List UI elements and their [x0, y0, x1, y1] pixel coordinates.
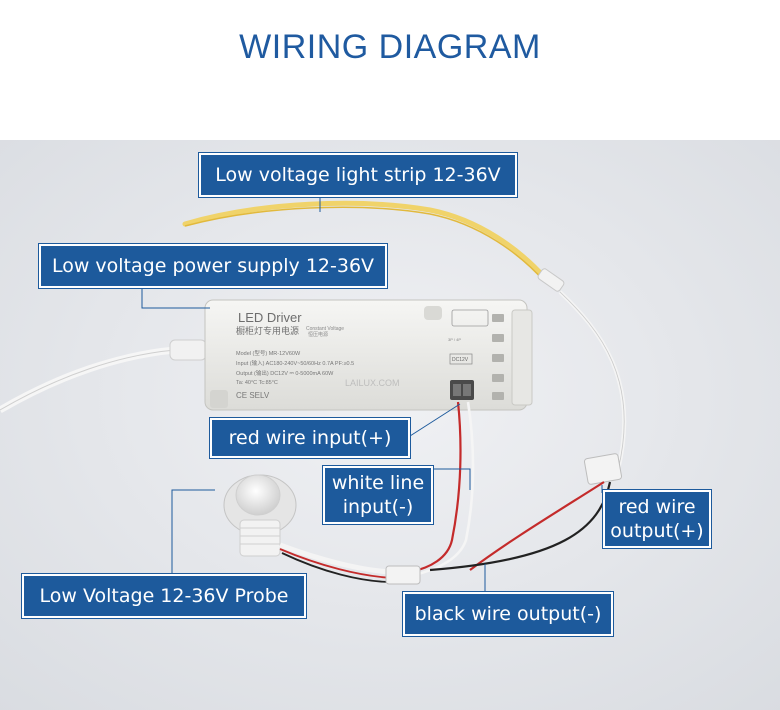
label-red-wire-output-line1: red wire [618, 496, 696, 518]
right-connector [583, 453, 623, 485]
driver-constant: Constant Voltage [306, 326, 344, 332]
driver-output: Output (输出) DC12V ⎓ 0-5000mA 60W [236, 369, 334, 377]
label-black-wire-output: black wire output(-) [403, 592, 613, 636]
driver-watermark: LAILUX.COM [345, 378, 400, 388]
white-wire-from-driver [417, 401, 475, 576]
label-red-wire-input: red wire input(+) [210, 418, 410, 458]
label-white-line-input: white line input(-) [323, 466, 433, 524]
center-connector [385, 565, 421, 585]
pir-probe [223, 474, 297, 557]
label-red-wire-input-text: red wire input(+) [228, 427, 392, 449]
red-wire-to-strip [469, 481, 605, 571]
label-red-wire-output-line2: output(+) [610, 520, 704, 542]
label-probe: Low Voltage 12-36V Probe [22, 574, 306, 618]
label-power-supply: Low voltage power supply 12-36V [39, 244, 387, 288]
svg-text:3P / 4P: 3P / 4P [448, 337, 461, 342]
driver-subtitle: 橱柜灯专用电源 [236, 325, 299, 336]
label-power-supply-text: Low voltage power supply 12-36V [51, 255, 375, 277]
driver-model: Model (型号) MR-12V60W [236, 349, 301, 357]
terminal-label: DC12V [452, 357, 469, 363]
label-white-line-input-line1: white line [331, 472, 425, 494]
label-light-strip: Low voltage light strip 12-36V [199, 153, 517, 197]
led-driver-box: LED Driver 橱柜灯专用电源 Constant Voltage 恒压电源… [204, 299, 533, 411]
driver-title: LED Driver [238, 310, 302, 325]
driver-input: Input (输入) AC180-240V~50/60Hz 0.7A PF:≥0… [236, 359, 354, 367]
label-light-strip-text: Low voltage light strip 12-36V [215, 164, 501, 186]
light-strip [182, 200, 548, 281]
label-white-line-input-line2: input(-) [342, 496, 414, 518]
driver-ta: Ta: 40°C Tc:85°C [236, 380, 278, 386]
page-title: WIRING DIAGRAM [239, 28, 541, 66]
driver-constant-cn: 恒压电源 [308, 331, 328, 338]
label-red-wire-output: red wire output(+) [603, 490, 711, 548]
label-probe-text: Low Voltage 12-36V Probe [39, 585, 289, 607]
probe-cable [279, 542, 391, 575]
driver-cert: CE SELV [236, 391, 270, 400]
red-wire-from-driver [409, 401, 462, 574]
pointer-lines [141, 192, 603, 594]
label-black-wire-output-text: black wire output(-) [414, 603, 602, 625]
